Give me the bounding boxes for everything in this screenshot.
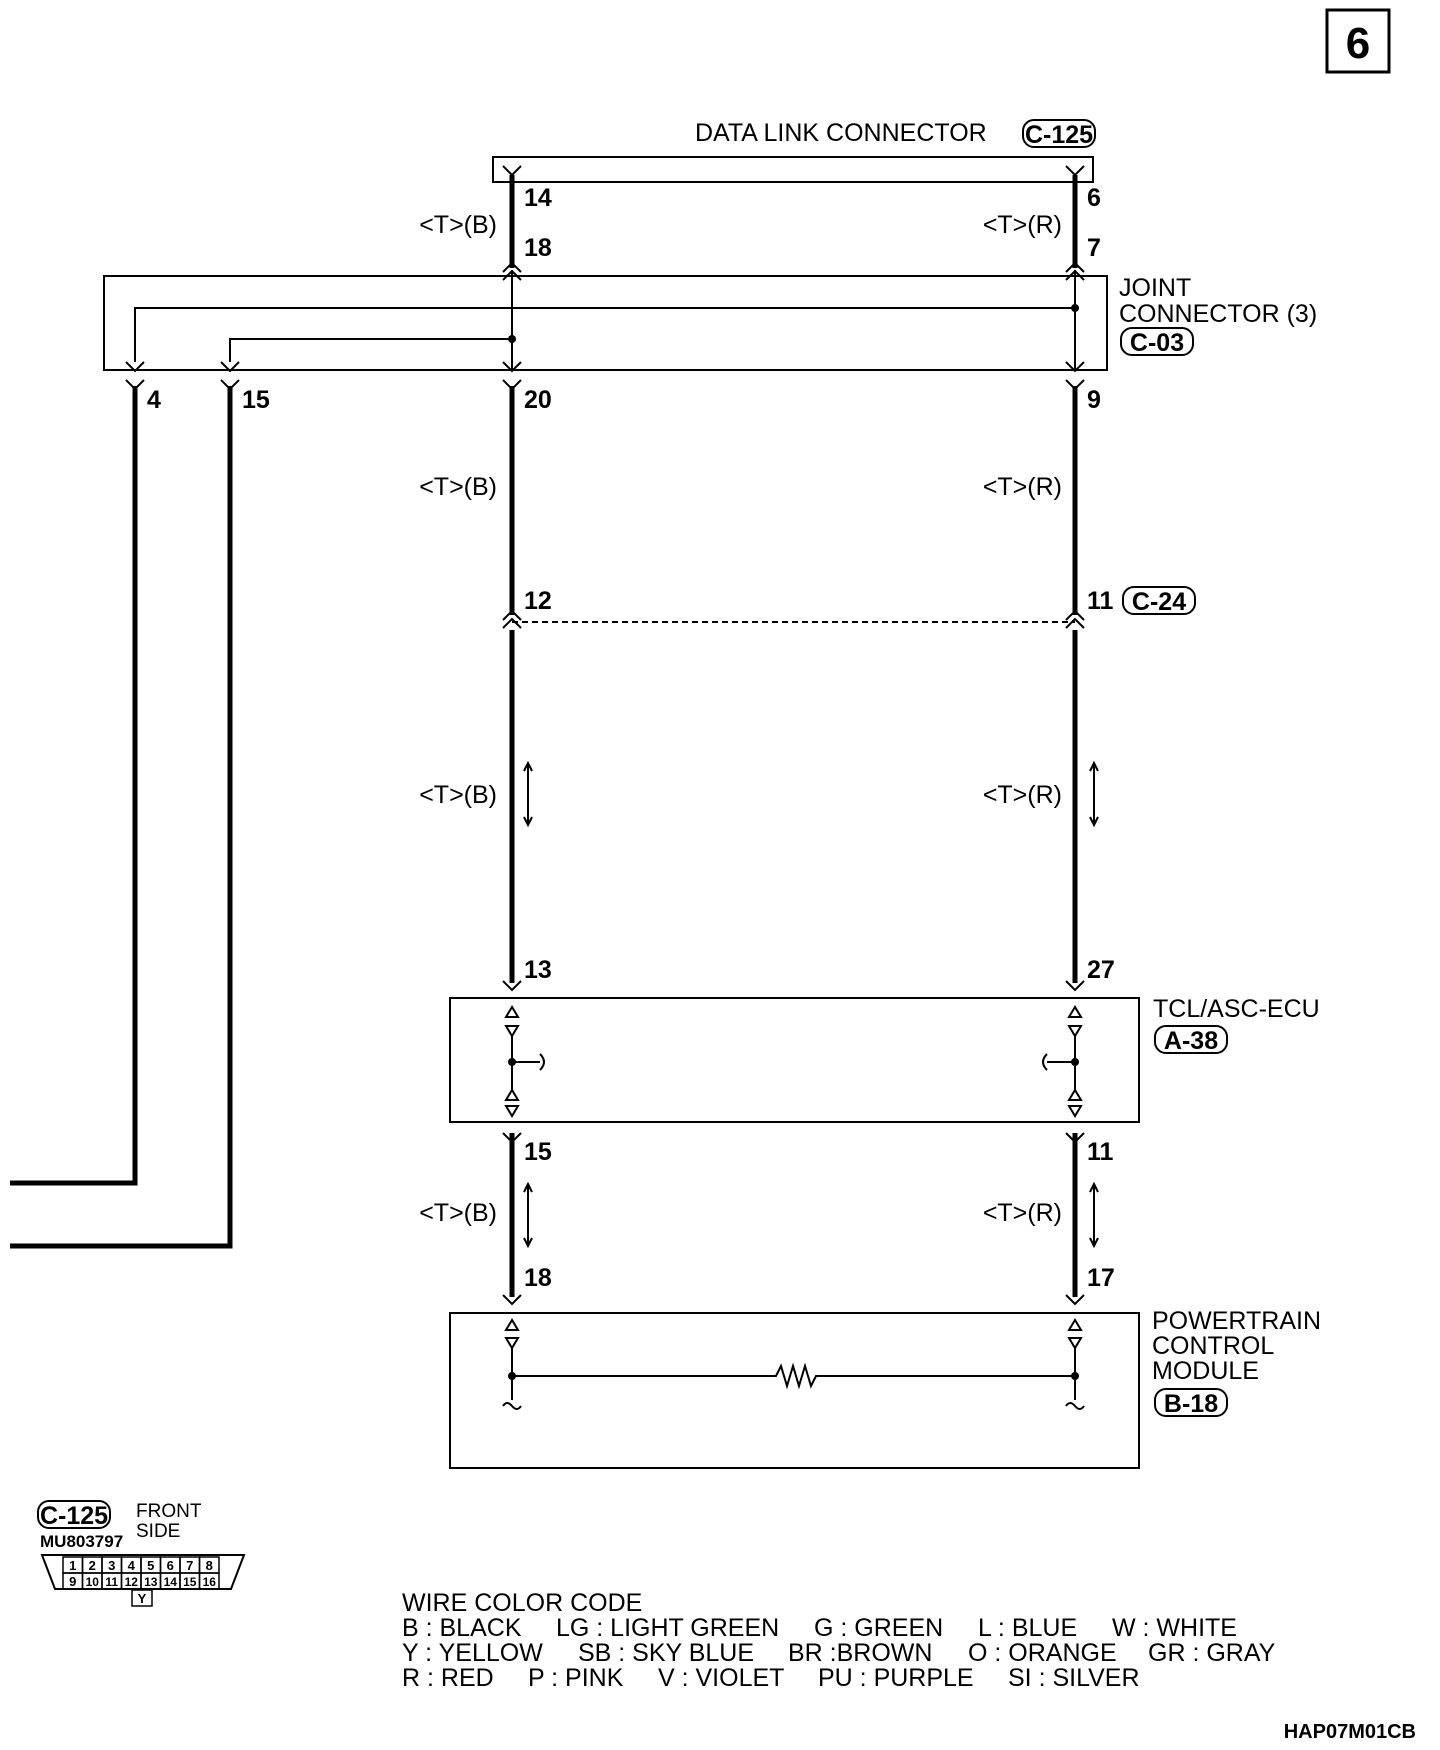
- joint-code: C-03: [1130, 329, 1184, 357]
- face-pin-label: 9: [69, 1574, 76, 1589]
- legend-entry: PU : PURPLE: [818, 1664, 974, 1692]
- pin-joint-bottom-right: 9: [1087, 386, 1101, 414]
- face-pin-label: 8: [206, 1558, 213, 1573]
- bidirectional-arrow-icon: [1089, 760, 1099, 828]
- inline-connector-c24: C-24: [502, 586, 1196, 629]
- face-pin-label: 3: [108, 1558, 115, 1573]
- wire-pin4-left: [10, 386, 138, 1186]
- face-pin-label: 6: [167, 1558, 174, 1573]
- pin-tcl-top-right: 27: [1087, 956, 1115, 984]
- tcl-code: A-38: [1164, 1027, 1218, 1055]
- pin-inline-right: 11: [1087, 587, 1114, 615]
- pin-inline-left: 12: [524, 587, 552, 615]
- wire-label-b-3: <T>(B): [419, 781, 497, 809]
- legend-rows: B : BLACK LG : LIGHT GREEN G : GREEN L : BL…: [402, 1614, 1276, 1692]
- pin-tcl-bottom-right: 11: [1087, 1138, 1114, 1166]
- dlc-code: C-125: [1025, 121, 1093, 149]
- page-number: 6: [1346, 19, 1370, 68]
- pin-joint-bottom-4: 4: [147, 386, 161, 414]
- face-pin-label: 2: [89, 1558, 96, 1573]
- wire-label-b-2: <T>(B): [419, 473, 497, 501]
- data-link-connector: DATA LINK CONNECTOR C-125: [492, 119, 1096, 183]
- pin-joint-top-left: 18: [524, 234, 552, 262]
- pin-tcl-bottom-left: 15: [524, 1138, 552, 1166]
- pcm-name-line2: CONTROL: [1152, 1332, 1274, 1360]
- bidirectional-arrow-icon: [523, 760, 533, 828]
- wire-label-r-2: <T>(R): [983, 473, 1062, 501]
- wire-label-r-4: <T>(R): [983, 1199, 1062, 1227]
- dlc-name: DATA LINK CONNECTOR: [695, 119, 987, 147]
- tcl-asc-ecu: TCL/ASC-ECU A-38: [449, 980, 1320, 1144]
- face-pin-label: 16: [203, 1575, 217, 1589]
- face-pin-label: 4: [128, 1558, 136, 1573]
- legend-entry: Y : YELLOW: [402, 1639, 543, 1667]
- face-pin-label: 5: [147, 1558, 154, 1573]
- legend-entry: R : RED: [402, 1664, 494, 1692]
- legend-entry: SI : SILVER: [1008, 1664, 1140, 1692]
- pin-pcm-right: 17: [1087, 1264, 1115, 1292]
- bidirectional-arrow-icon: [1089, 1181, 1099, 1249]
- pin-joint-bottom-left: 20: [524, 386, 552, 414]
- wire-color-code-legend: WIRE COLOR CODE B : BLACK LG : LIGHT GREE…: [402, 1589, 1276, 1692]
- joint-name-line2: CONNECTOR (3): [1119, 300, 1317, 328]
- legend-entry: SB : SKY BLUE: [578, 1639, 754, 1667]
- face-pin-label: 14: [164, 1575, 178, 1589]
- face-pin-cell: [198, 1572, 220, 1590]
- joint-connector: JOINT CONNECTOR (3) C-03: [103, 261, 1317, 391]
- pin-dlc-left: 14: [524, 184, 552, 212]
- pcm-name-line3: MODULE: [1152, 1357, 1259, 1385]
- legend-entry: L : BLUE: [978, 1614, 1077, 1642]
- page-number-box: 6: [1325, 8, 1391, 74]
- face-color: Y: [138, 1591, 147, 1606]
- wires: [10, 175, 1078, 1297]
- pin-joint-bottom-15: 15: [242, 386, 270, 414]
- legend-entry: G : GREEN: [814, 1614, 943, 1642]
- legend-entry: B : BLACK: [402, 1614, 522, 1642]
- legend-entry: W : WHITE: [1112, 1614, 1237, 1642]
- legend-entry: V : VIOLET: [658, 1664, 784, 1692]
- face-pin-label: 11: [105, 1575, 118, 1589]
- powertrain-control-module: POWERTRAIN CONTROL MODULE B-18: [449, 1294, 1321, 1469]
- legend-entry: BR :BROWN: [788, 1639, 932, 1667]
- pin-numbers: 14 6 18 7 4 15 20 9 12 11 13 27 15 11 18…: [147, 184, 1115, 1292]
- tcl-name: TCL/ASC-ECU: [1153, 995, 1320, 1023]
- legend-entry: LG : LIGHT GREEN: [556, 1614, 779, 1642]
- face-pin-label: 1: [69, 1558, 76, 1573]
- pcm-name-line1: POWERTRAIN: [1152, 1307, 1321, 1335]
- resistor-icon: [512, 1362, 1075, 1390]
- face-side-line1: FRONT: [136, 1501, 202, 1522]
- drawing-code: HAP07M01CB: [1284, 1721, 1416, 1743]
- pin-tcl-top-left: 13: [524, 956, 552, 984]
- signal-direction-arrows: [523, 760, 1099, 1249]
- wire-color-labels: <T>(B) <T>(R) <T>(B) <T>(R) <T>(B) <T>(R…: [419, 211, 1062, 1227]
- face-pin-label: 15: [183, 1575, 197, 1589]
- bidirectional-arrow-icon: [523, 1181, 533, 1249]
- face-part-number: MU803797: [40, 1532, 123, 1551]
- wire-label-b-4: <T>(B): [419, 1199, 497, 1227]
- face-pin-label: 7: [186, 1558, 193, 1573]
- legend-title: WIRE COLOR CODE: [402, 1589, 642, 1617]
- pcm-code: B-18: [1164, 1390, 1218, 1418]
- joint-name-line1: JOINT: [1119, 274, 1191, 302]
- face-code: C-125: [40, 1502, 108, 1530]
- face-side-line2: SIDE: [136, 1521, 180, 1542]
- legend-entry: P : PINK: [528, 1664, 624, 1692]
- pin-joint-top-right: 7: [1087, 234, 1101, 262]
- wire-label-r-1: <T>(R): [983, 211, 1062, 239]
- pin-pcm-left: 18: [524, 1264, 552, 1292]
- legend-entry: O : ORANGE: [968, 1639, 1117, 1667]
- face-pin-label: 13: [144, 1575, 158, 1589]
- face-pin-label: 10: [86, 1575, 100, 1589]
- wire-label-b-1: <T>(B): [419, 211, 497, 239]
- wire-label-r-3: <T>(R): [983, 781, 1062, 809]
- pin-dlc-right: 6: [1087, 184, 1101, 212]
- inline-code: C-24: [1132, 588, 1186, 616]
- wire-pin15-left: [10, 386, 233, 1249]
- legend-entry: GR : GRAY: [1148, 1639, 1276, 1667]
- face-pin-label: 12: [125, 1575, 139, 1589]
